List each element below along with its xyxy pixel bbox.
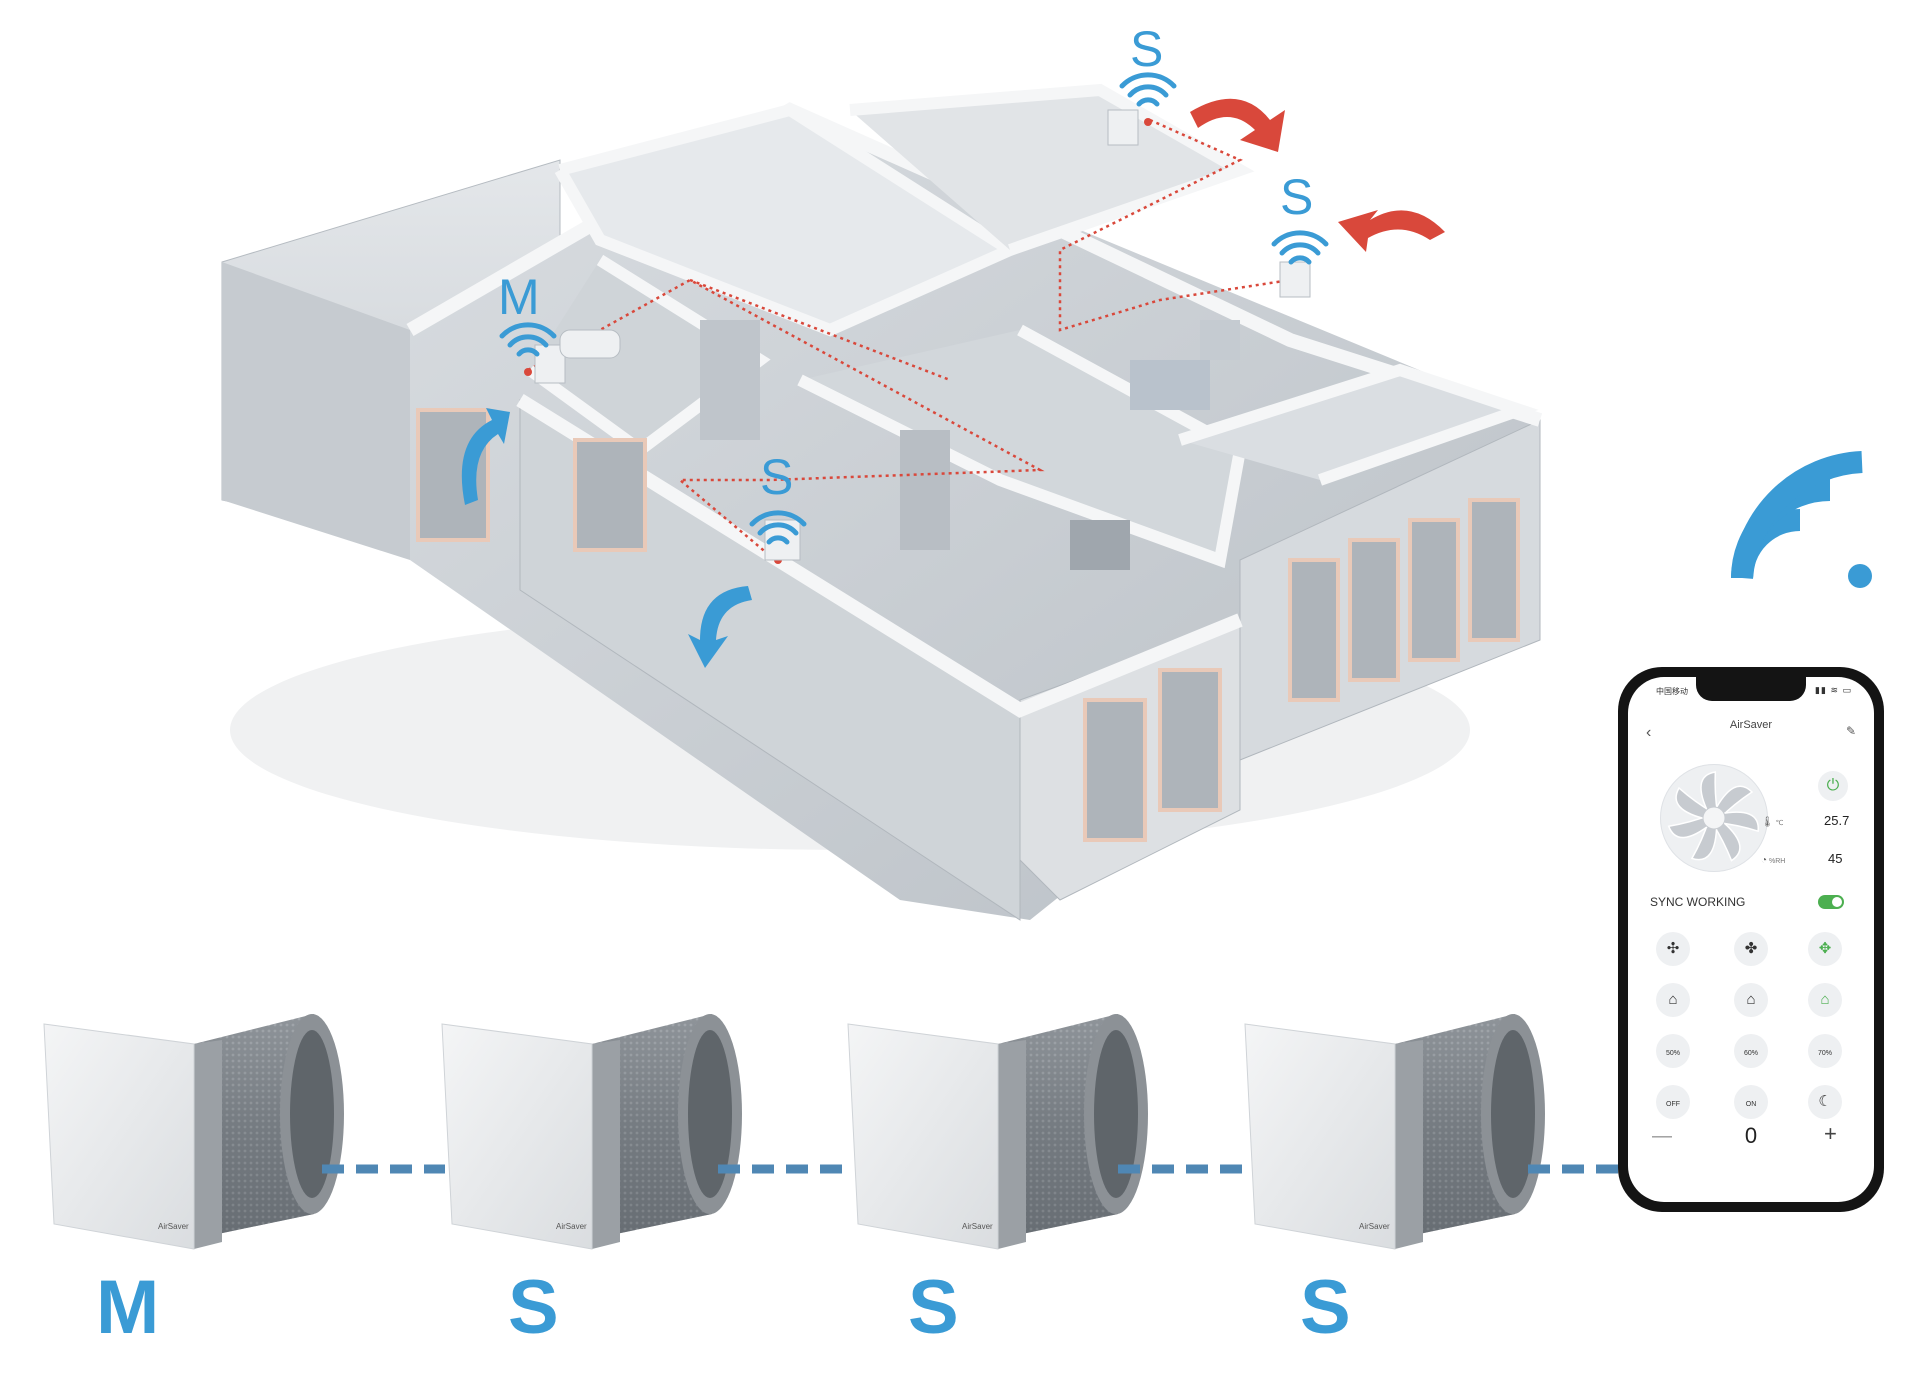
- timer-off-icon-glyph: OFF: [1666, 1101, 1680, 1108]
- sync-working-toggle[interactable]: [1818, 895, 1844, 909]
- unit-brand: AirSaver: [158, 1222, 189, 1231]
- app-title: AirSaver: [1729, 719, 1773, 731]
- humidity-60-icon[interactable]: 60%: [1734, 1034, 1768, 1068]
- fan-mid-icon-glyph: ✤: [1744, 940, 1758, 957]
- ventilation-unit: [1244, 1013, 1546, 1250]
- unit-brand: AirSaver: [962, 1222, 993, 1231]
- humidity-value: 45: [1828, 851, 1843, 866]
- house-illustration: [221, 83, 1543, 921]
- master-label: M: [96, 1265, 160, 1350]
- slave-label: S: [760, 449, 794, 505]
- home-auto-icon-glyph: ⌂: [1820, 991, 1830, 1008]
- fan-low-icon-glyph: ✣: [1666, 940, 1680, 957]
- timer-off-icon[interactable]: OFF: [1656, 1085, 1690, 1119]
- thermometer-icon: 🌡: [1761, 817, 1774, 828]
- temperature-unit: 🌡 ℃: [1761, 817, 1784, 828]
- fan-mid-icon[interactable]: ✤: [1734, 932, 1768, 966]
- home-in-icon-glyph: ⌂: [1668, 991, 1678, 1008]
- slave-label: S: [1300, 1265, 1351, 1350]
- sync-link-lines: [527, 118, 1291, 561]
- slave-label: S: [1280, 169, 1314, 225]
- app-screen: 中国移动 ▮▮ ≋ ▭ ‹ AirSaver ✎ ⏻ 🌡 ℃: [1628, 677, 1874, 1202]
- edit-icon[interactable]: ✎: [1845, 724, 1856, 738]
- fan-auto-icon-glyph: ✥: [1818, 940, 1832, 957]
- slave-label: S: [1130, 21, 1164, 77]
- counter-value: 0: [1744, 1123, 1758, 1148]
- wifi-icon: [1731, 451, 1863, 580]
- humidity-70-icon[interactable]: 70%: [1808, 1034, 1842, 1068]
- fan-icon: [1660, 764, 1768, 872]
- plus-button[interactable]: +: [1824, 1121, 1837, 1146]
- status-icons: ▮▮ ≋ ▭: [1815, 685, 1852, 695]
- ventilation-unit: [847, 1013, 1149, 1250]
- slave-label: S: [508, 1265, 559, 1350]
- master-label: M: [498, 269, 540, 325]
- temperature-unit-text: ℃: [1775, 820, 1784, 827]
- wifi-icon-dot: [1848, 564, 1872, 588]
- sync-working-label: SYNC WORKING: [1650, 895, 1746, 909]
- timer-on-icon-glyph: ON: [1745, 1101, 1757, 1108]
- airflow-arrows: [461, 98, 1445, 668]
- toggle-knob: [1832, 897, 1842, 907]
- home-out-icon-glyph: ⌂: [1746, 991, 1756, 1008]
- minus-button[interactable]: —: [1652, 1125, 1672, 1147]
- fan-low-icon[interactable]: ✣: [1656, 932, 1690, 966]
- home-in-icon[interactable]: ⌂: [1656, 983, 1690, 1017]
- ventilation-unit: [441, 1013, 743, 1250]
- timer-on-icon[interactable]: ON: [1734, 1085, 1768, 1119]
- smartphone: 中国移动 ▮▮ ≋ ▭ ‹ AirSaver ✎ ⏻ 🌡 ℃: [1618, 667, 1884, 1212]
- unit-brand: AirSaver: [556, 1222, 587, 1231]
- night-mode-icon-glyph: ☾: [1818, 1093, 1832, 1110]
- fan-auto-icon[interactable]: ✥: [1808, 932, 1842, 966]
- home-out-icon[interactable]: ⌂: [1734, 983, 1768, 1017]
- humidity-60-icon-glyph: 60%: [1743, 1050, 1758, 1057]
- night-mode-icon[interactable]: ☾: [1808, 1085, 1842, 1119]
- humidity-70-icon-glyph: 70%: [1817, 1050, 1832, 1057]
- humidity-unit: ◔ %RH: [1761, 855, 1785, 866]
- home-auto-icon[interactable]: ⌂: [1808, 983, 1842, 1017]
- unit-brand: AirSaver: [1359, 1222, 1390, 1231]
- slave-label: S: [908, 1265, 959, 1350]
- humidity-icon: ◔: [1761, 855, 1768, 866]
- ventilation-unit: [43, 1013, 345, 1250]
- phone-notch: [1696, 677, 1806, 701]
- humidity-50-icon[interactable]: 50%: [1656, 1034, 1690, 1068]
- humidity-unit-text: %RH: [1769, 858, 1786, 865]
- back-button[interactable]: ‹: [1646, 724, 1652, 741]
- temperature-value: 25.7: [1824, 813, 1850, 828]
- humidity-50-icon-glyph: 50%: [1665, 1050, 1680, 1057]
- wifi-icon: [499, 72, 1329, 545]
- power-button[interactable]: ⏻: [1818, 771, 1848, 801]
- carrier-label: 中国移动: [1656, 687, 1688, 696]
